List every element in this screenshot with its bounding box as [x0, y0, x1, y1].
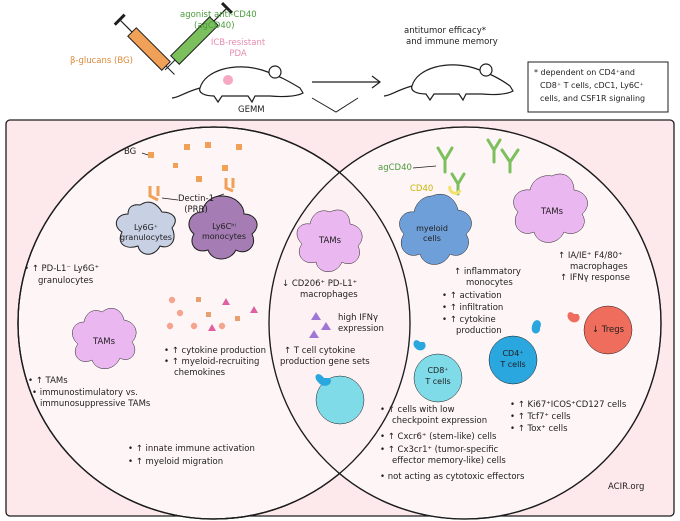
- cd8-t-cell: [413, 353, 463, 403]
- myeloid-cell: [399, 194, 472, 265]
- cd4-bullet-1: • ↑ Tcf7⁺ cells: [510, 412, 571, 422]
- cd206-line1: ↓ CD206⁺ PD-L1⁺: [282, 279, 358, 289]
- bglucan-syringe-icon: [113, 13, 175, 75]
- treated-mouse-icon: [383, 63, 514, 102]
- right-tams-label: TAMs: [540, 207, 564, 217]
- dectin-line2: (PRR): [184, 205, 208, 215]
- ly6g-line2: granulocytes: [120, 233, 172, 242]
- left-tam-cell: [72, 308, 137, 369]
- agonist-label-line2: (agCD40): [194, 21, 235, 31]
- bglucan-label: β-glucans (BG): [70, 56, 133, 66]
- cd4-bullet-0: • ↑ Ki67⁺ICOS⁺CD127 cells: [510, 400, 627, 410]
- innate-line2: • ↑ myeloid migration: [128, 457, 224, 467]
- ifn-particles: [309, 312, 331, 338]
- cd8-bullet-4: effector memory-like) cells: [392, 456, 506, 466]
- tregs-label: ↓ Tregs: [591, 325, 625, 335]
- cd40-label: CD40: [410, 184, 434, 194]
- outcome-line1: antitumor efficacy*: [404, 26, 486, 36]
- cd8-line1: CD8⁺: [427, 366, 449, 375]
- ia-line3: ↑ IFNγ response: [560, 273, 630, 283]
- inflam-line1: ↑ inflammatory: [454, 267, 521, 277]
- ifn-line1: high IFNγ: [338, 313, 379, 323]
- agcd40-syringe-icon: [164, 2, 233, 71]
- footnote-line2: CD8⁺ T cells, cDC1, Ly6C⁺: [540, 81, 644, 90]
- ia-line1: ↑ IA/IE⁺ F4/80⁺: [558, 251, 623, 261]
- ly6c-line2: monocytes: [201, 232, 247, 241]
- agonist-label-line1: agonist anti-CD40: [180, 10, 257, 20]
- cd4-line2: T cells: [500, 360, 526, 369]
- cd8-bullet-3: • ↑ Cx3cr1⁺ (tumor-specific: [380, 445, 499, 455]
- footnote-line1: * dependent on CD4⁺and: [534, 68, 635, 77]
- right-tam-cell: [513, 173, 588, 243]
- middle-tams-label: TAMs: [318, 236, 342, 246]
- ly6g-granulocyte-cell: [115, 201, 176, 255]
- cytokine-line2: • ↑ myeloid-recruiting: [164, 357, 260, 367]
- activation-line1: • ↑ activation: [442, 291, 502, 301]
- cd4-bullet-2: • ↑ Tox⁺ cells: [510, 424, 568, 434]
- tcr-icon: [315, 374, 331, 386]
- source-label: ACIR.org: [608, 482, 645, 492]
- tcell-line1: ↑ T cell cytokine: [284, 346, 356, 356]
- pda-tumor-icon: [223, 75, 233, 85]
- icb-label-line1: ICB-resistant: [210, 38, 266, 48]
- tcell-line2: production gene sets: [280, 357, 370, 367]
- tams-bullet-line2: • immunostimulatory vs.: [32, 388, 138, 398]
- ifn-line2: expression: [338, 324, 384, 334]
- dectin-line1: Dectin-1: [177, 194, 215, 204]
- cd8-bullet-5: • not acting as cytotoxic effectors: [380, 472, 525, 482]
- cytokine-line1: • ↑ cytokine production: [164, 346, 267, 356]
- ly6c-line1: Ly6Cʰⁱ: [212, 222, 236, 231]
- cd40-receptor-icon: [448, 185, 462, 195]
- cd8-bullet-1: checkpoint expression: [392, 416, 488, 426]
- activation-line3: • ↑ cytokine: [442, 315, 496, 325]
- ia-line2: macrophages: [570, 262, 628, 272]
- activation-line2: • ↑ infiltration: [442, 303, 504, 313]
- ly6c-monocyte-cell: [188, 195, 258, 260]
- icb-label-line2: PDA: [229, 49, 247, 59]
- cytokine-particles: [166, 296, 258, 331]
- cd4-t-cell: [488, 335, 538, 385]
- gemm-mouse-icon: [171, 65, 304, 104]
- cd8-bullet-0: • ↑ cells with low: [380, 405, 455, 415]
- cd8-bullet-2: • ↑ Cxcr6⁺ (stem-like) cells: [380, 432, 497, 442]
- flow-arrow-icon: [311, 75, 381, 113]
- cytokine-line3: chemokines: [174, 368, 226, 378]
- treg-cell: [583, 305, 633, 355]
- dectin-receptor-icon: [148, 178, 235, 202]
- gemm-label: GEMM: [238, 105, 265, 115]
- bg-particles: [148, 142, 242, 182]
- outcome-line2: and immune memory: [406, 37, 498, 47]
- cd206-line2: macrophages: [300, 290, 358, 300]
- bg-label: BG: [124, 147, 137, 157]
- left-tams-label: TAMs: [92, 337, 116, 347]
- tams-bullet-line1: • ↑ TAMs: [28, 376, 68, 386]
- ly6g-line1: Ly6G⁺: [134, 223, 158, 232]
- agcd40-antibody-icons: [436, 138, 520, 196]
- pdl1-line1: • ↑ PD-L1⁻ Ly6G⁺: [24, 264, 100, 274]
- inflam-line2: monocytes: [466, 278, 513, 288]
- tams-bullet-line3: immunosuppressive TAMs: [40, 399, 151, 409]
- agcd40-label: agCD40: [378, 163, 412, 173]
- cd4-line1: CD4⁺: [502, 349, 524, 358]
- pdl1-line2: granulocytes: [38, 276, 94, 286]
- activation-line4: production: [456, 326, 502, 336]
- myeloid-line1: myeloid: [416, 224, 448, 233]
- myeloid-line2: cells: [423, 234, 441, 243]
- innate-line1: • ↑ innate immune activation: [128, 444, 255, 454]
- footnote-box: [527, 61, 669, 113]
- middle-t-cell: [315, 375, 365, 425]
- cd8-line2: T cells: [425, 377, 451, 386]
- middle-tam-cell: [296, 209, 363, 272]
- footnote-line3: cells, and CSF1R signaling: [540, 94, 646, 103]
